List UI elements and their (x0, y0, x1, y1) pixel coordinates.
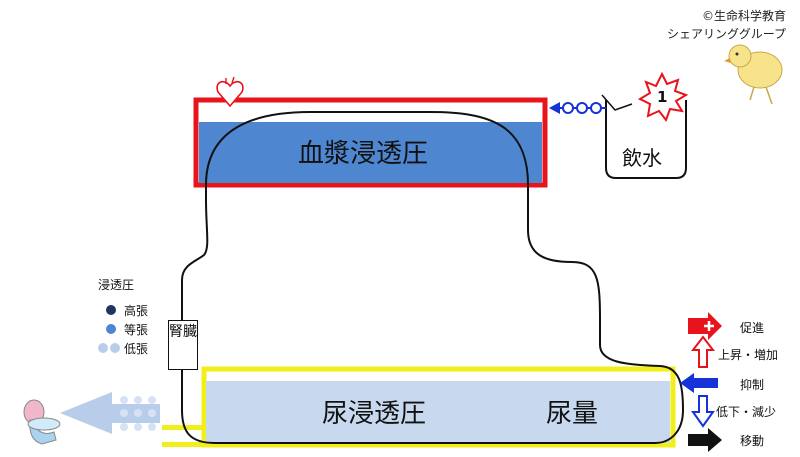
cup-straw (601, 94, 633, 111)
legend-item-iso: 等張 (124, 323, 149, 337)
urine-outlet-stripe-bottom (162, 442, 204, 447)
key-label-promote: 促進 (740, 321, 765, 335)
heart-icon (216, 76, 244, 108)
urine-box-border (201, 366, 676, 448)
legend-dot-high (106, 305, 116, 315)
key-label-decrease: 低下・減少 (716, 405, 777, 419)
drink-inflow-arrow-icon (549, 102, 606, 114)
plasma-box-border (193, 97, 548, 188)
urine-outlet-stripe-top (162, 425, 204, 430)
legend-dot-low-1 (98, 343, 108, 353)
legend-item-high: 高張 (124, 304, 149, 318)
toilet-icon (23, 399, 61, 445)
plasma-osmolality-label: 血漿浸透圧 (298, 139, 429, 169)
legend-item-low: 低張 (124, 342, 149, 356)
urine-volume-label: 尿量 (546, 399, 599, 429)
black-arrow-icon (688, 428, 722, 452)
key-label-increase: 上昇・増加 (718, 348, 779, 362)
key-label-inhibit: 抑制 (740, 378, 765, 392)
down-hollow-arrow-icon (691, 395, 715, 428)
copyright-line-2: シェアリンググループ (666, 27, 786, 41)
legend-dot-low-2 (110, 343, 120, 353)
key-label-move: 移動 (740, 434, 765, 448)
legend-dot-iso (106, 324, 116, 334)
plasma-fill (199, 122, 542, 183)
copyright-line-1: ©生命科学教育 (701, 9, 786, 23)
body-outline (181, 111, 685, 444)
drink-badge-number: 1 (657, 88, 668, 106)
urine-fill (206, 381, 670, 443)
chick-mascot-icon (724, 44, 783, 105)
starburst-badge-icon (637, 71, 689, 123)
blue-arrow-icon (680, 373, 718, 393)
urine-outflow-arrow-icon (60, 392, 160, 434)
red-arrow-icon (688, 312, 722, 340)
cup-outline (605, 100, 687, 179)
legend-title: 浸透圧 (98, 278, 135, 292)
kidney-label: 腎臓 (168, 320, 198, 370)
drink-label: 飲水 (622, 146, 662, 170)
urine-osmolality-label: 尿浸透圧 (322, 399, 427, 429)
up-hollow-arrow-icon (690, 335, 716, 368)
